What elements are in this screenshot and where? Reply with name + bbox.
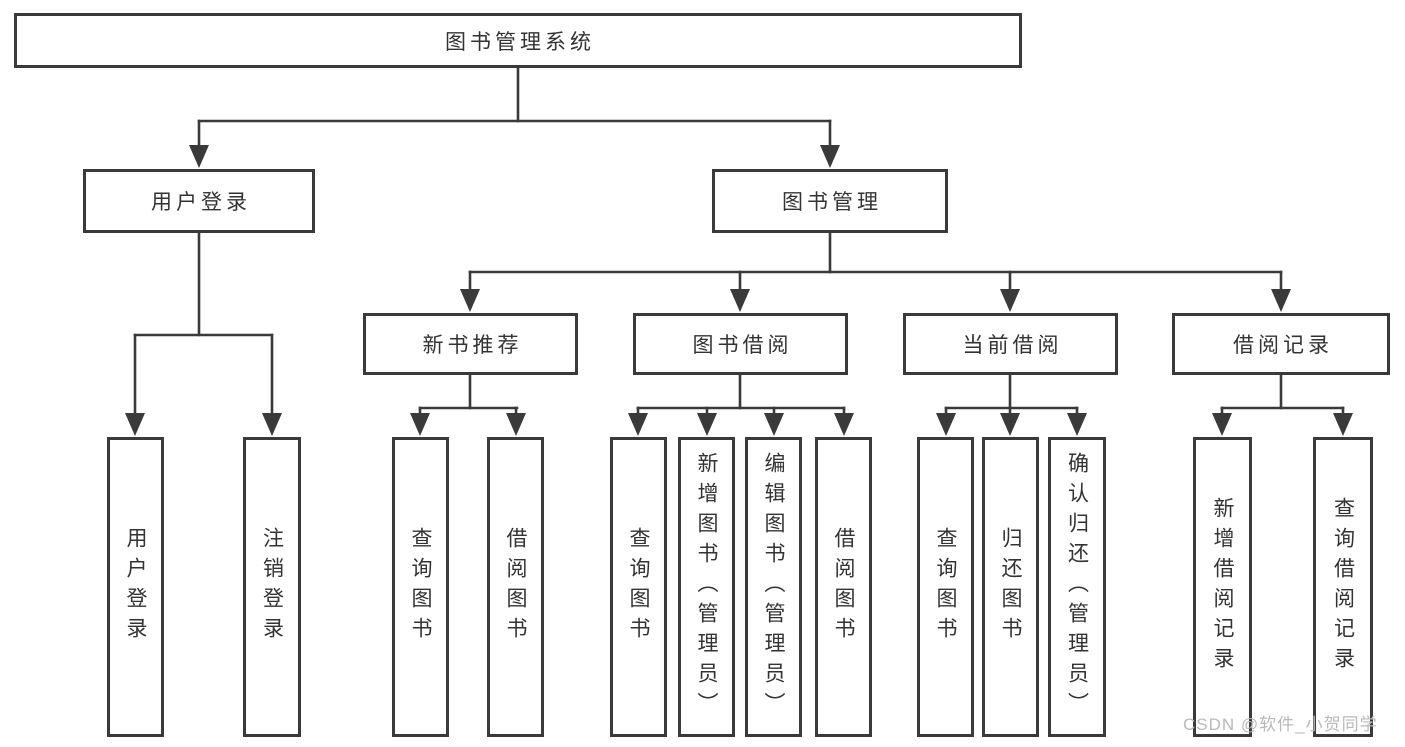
leaf-logout: 注销登录	[243, 437, 301, 737]
leaf-bb-query-books-label: 查询图书	[627, 527, 651, 647]
leaf-nb-borrow-books-label: 借阅图书	[504, 527, 528, 647]
connector-new-book-to-leaves	[410, 373, 526, 436]
node-book-borrow: 图书借阅	[633, 313, 848, 375]
leaf-bb-edit-books-label: 编辑图书（管理员）	[762, 452, 786, 722]
leaf-br-query-record: 查询借阅记录	[1313, 437, 1373, 737]
node-borrow-records-label: 借阅记录	[1233, 334, 1333, 357]
leaf-nb-borrow-books: 借阅图书	[487, 437, 544, 737]
leaf-nb-query-books-label: 查询图书	[409, 527, 433, 647]
node-current-borrow-label: 当前借阅	[962, 334, 1063, 357]
leaf-user-login-label: 用户登录	[124, 527, 148, 647]
watermark: CSDN @软件_小贺同学	[1183, 715, 1378, 734]
connector-root-to-level2	[189, 66, 840, 168]
node-library-system: 图书管理系统	[14, 13, 1022, 68]
connector-borrow-records-to-leaves	[1212, 373, 1353, 436]
node-book-management-label: 图书管理	[782, 191, 882, 214]
node-new-book-recommend-label: 新书推荐	[422, 334, 523, 357]
connector-book-borrow-to-leaves	[628, 373, 854, 436]
connector-current-borrow-to-leaves	[936, 373, 1087, 436]
connector-book-management-to-level3	[460, 231, 1291, 312]
leaf-bb-add-books-label: 新增图书（管理员）	[695, 452, 719, 722]
node-book-borrow-label: 图书借阅	[692, 334, 793, 357]
leaf-cb-confirm-return-label: 确认归还（管理员）	[1065, 452, 1089, 722]
leaf-nb-query-books: 查询图书	[392, 437, 449, 737]
node-current-borrow: 当前借阅	[903, 313, 1118, 375]
node-user-login: 用户登录	[83, 169, 315, 233]
node-book-management: 图书管理	[712, 169, 948, 233]
leaf-cb-return-books-label: 归还图书	[999, 527, 1023, 647]
leaf-user-login: 用户登录	[107, 437, 164, 737]
leaf-br-add-record-label: 新增借阅记录	[1211, 497, 1235, 677]
leaf-br-query-record-label: 查询借阅记录	[1331, 497, 1355, 677]
leaf-br-add-record: 新增借阅记录	[1193, 437, 1252, 737]
node-user-login-label: 用户登录	[151, 191, 251, 214]
leaf-logout-label: 注销登录	[260, 527, 284, 647]
connector-user-login-to-leaves	[125, 231, 282, 436]
node-borrow-records: 借阅记录	[1172, 313, 1390, 375]
leaf-bb-query-books: 查询图书	[610, 437, 667, 737]
leaf-bb-add-books: 新增图书（管理员）	[678, 437, 735, 737]
leaf-bb-borrow-books: 借阅图书	[815, 437, 872, 737]
node-new-book-recommend: 新书推荐	[363, 313, 578, 375]
leaf-bb-edit-books: 编辑图书（管理员）	[745, 437, 802, 737]
leaf-cb-query-books: 查询图书	[917, 437, 974, 737]
leaf-cb-query-books-label: 查询图书	[934, 527, 958, 647]
leaf-cb-return-books: 归还图书	[982, 437, 1039, 737]
leaf-bb-borrow-books-label: 借阅图书	[832, 527, 856, 647]
leaf-cb-confirm-return: 确认归还（管理员）	[1048, 437, 1106, 737]
node-library-system-label: 图书管理系统	[445, 30, 595, 54]
